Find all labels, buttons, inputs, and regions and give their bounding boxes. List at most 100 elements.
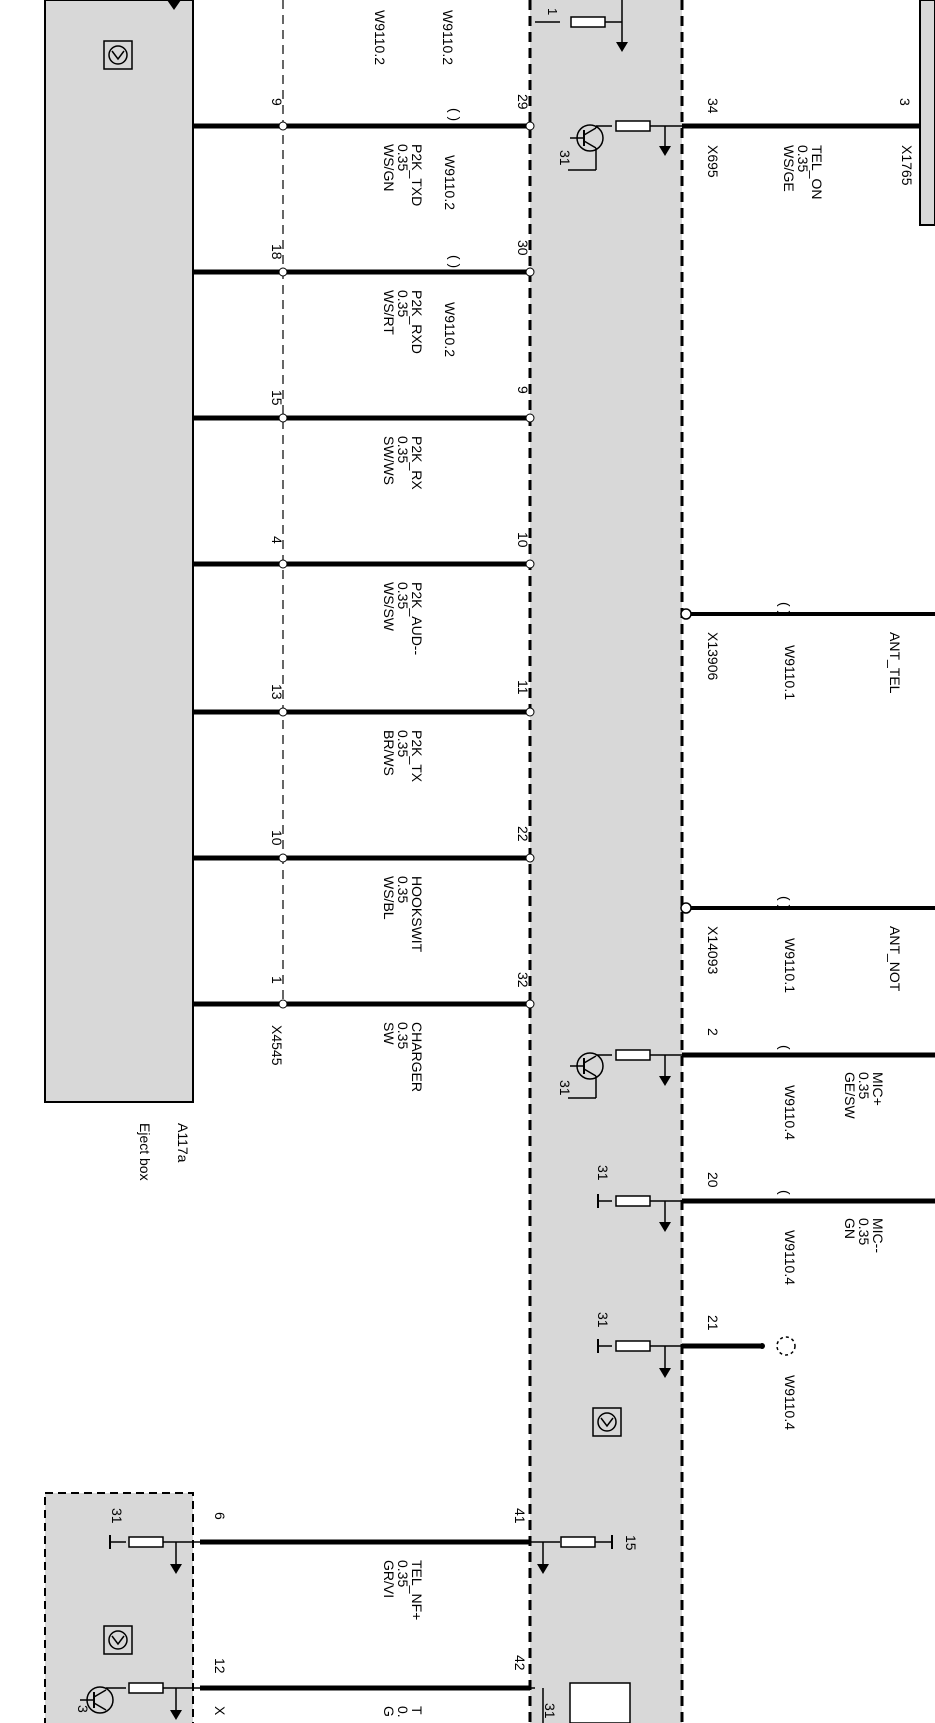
pin-left-label: 4 <box>269 536 285 544</box>
pin-left-label: 1 <box>269 976 285 984</box>
pin-terminal <box>278 999 288 1009</box>
eject-box-designation: A117a <box>175 1123 191 1163</box>
ground-label-15: 15 <box>623 1535 639 1551</box>
svg-text:( ): ( ) <box>777 1190 793 1203</box>
conn-x13906: X13906 <box>705 632 721 680</box>
ground-label-3: 3 <box>75 1705 91 1713</box>
signal-label: CHARGER <box>409 1022 425 1092</box>
mic-plus-pin: 2 <box>705 1028 721 1036</box>
pin-terminal <box>525 121 535 131</box>
ant-tel-shield: W9110.1 <box>782 645 798 700</box>
pin-terminal <box>525 559 535 569</box>
ground-label: 31 <box>557 1080 573 1096</box>
pin21-shield: W9110.4 <box>782 1375 798 1430</box>
row42-signal: T <box>409 1706 425 1715</box>
tel-nf-color: GR/VI <box>381 1560 397 1598</box>
tel-nf-pin-mid: 41 <box>512 1508 528 1524</box>
mic-minus-signal: MIC-- <box>870 1218 886 1253</box>
pin-terminal <box>525 999 535 1009</box>
pin-terminal <box>525 267 535 277</box>
pin-mid-label: 30 <box>515 240 531 256</box>
pin-terminal <box>278 121 288 131</box>
color-label: SW/WS <box>381 436 397 485</box>
bottom-left-module <box>44 1492 194 1723</box>
signal-label: P2K_RX <box>409 436 425 490</box>
gauge-label: 0.35 <box>395 730 411 757</box>
mic-plus-color: GE/SW <box>842 1072 858 1119</box>
svg-text:( ): ( ) <box>777 602 793 615</box>
pin-terminal <box>278 559 288 569</box>
ant-not-shield: W9110.1 <box>782 938 798 993</box>
svg-text:( ): ( ) <box>777 1045 793 1058</box>
tel-on-pin: 34 <box>705 98 721 114</box>
pin-left-label: 10 <box>269 830 285 846</box>
row42-pin-left: 12 <box>212 1658 228 1674</box>
mic-minus-shield: W9110.4 <box>782 1230 798 1285</box>
ground-label: 31 <box>109 1508 125 1524</box>
pin-left-label: 18 <box>269 244 285 260</box>
row42-gauge: 0. <box>395 1706 411 1718</box>
svg-text:( ): ( ) <box>777 896 793 909</box>
mic-minus-pin: 20 <box>705 1172 721 1188</box>
mic-minus-gauge: 0.35 <box>856 1218 872 1245</box>
color-label: WS/RT <box>381 290 397 335</box>
pin-terminal <box>278 267 288 277</box>
gauge-label: 0.35 <box>395 144 411 171</box>
pin-terminal <box>525 853 535 863</box>
pin-mid-label: 10 <box>515 532 531 548</box>
ant-not-signal: ANT_NOT <box>887 926 903 992</box>
pin-mid-label: 11 <box>515 680 531 695</box>
gauge-label: 0.35 <box>395 582 411 609</box>
tel-nf-signal: TEL_NF+ <box>409 1560 425 1620</box>
gauge-label: 0.35 <box>395 876 411 903</box>
conn-x695: X695 <box>705 145 721 178</box>
tel-on-pin-far: 3 <box>897 98 913 106</box>
shield-symbol-icon <box>103 40 133 70</box>
tel-nf-pin-left: 6 <box>212 1512 228 1520</box>
pin-mid-label: 32 <box>515 972 531 988</box>
pin-mid-label: 22 <box>515 826 531 842</box>
pin21-label: 21 <box>705 1315 721 1331</box>
ant-tel-signal: ANT_TEL <box>887 632 903 694</box>
gauge-label: 0.35 <box>395 1022 411 1049</box>
pin-terminal <box>525 707 535 717</box>
shield-label: W9110.2 <box>372 10 388 65</box>
tel-nf-gauge: 0.35 <box>395 1560 411 1587</box>
color-label: WS/SW <box>381 582 397 632</box>
signal-label: P2K_AUD-- <box>409 582 425 655</box>
connector-x4545: X4545 <box>269 1025 285 1066</box>
row42-color: G <box>381 1706 397 1717</box>
svg-text:( ): ( ) <box>447 108 463 121</box>
mic-plus-shield: W9110.4 <box>782 1085 798 1140</box>
row42-conn: X <box>212 1706 228 1716</box>
color-label: WS/GN <box>381 144 397 191</box>
eject-box-name: Eject box <box>137 1123 153 1181</box>
pin-mid-label: 29 <box>515 94 531 110</box>
shield-label: W9110.2 <box>442 302 458 357</box>
tel-on-gauge: 0.35 <box>795 145 811 172</box>
transistor-icon <box>568 124 604 171</box>
transistor-icon <box>568 1052 604 1099</box>
mic-minus-color: GN <box>842 1218 858 1239</box>
pin-terminal <box>278 413 288 423</box>
svg-text:( ): ( ) <box>447 255 463 268</box>
signal-label: P2K_TXD <box>409 144 425 206</box>
signal-label: P2K_TX <box>409 730 425 783</box>
gauge-label: 0.35 <box>395 290 411 317</box>
pin-left-label: 15 <box>269 390 285 406</box>
mic-plus-signal: MIC+ <box>870 1072 886 1106</box>
pin-left-label: 9 <box>269 98 285 106</box>
gauge-label: 0.35 <box>395 436 411 463</box>
color-label: WS/BL <box>381 876 397 920</box>
arrow-down-icon <box>167 0 181 10</box>
pin-mid-label: 9 <box>515 386 531 394</box>
conn-x14093: X14093 <box>705 926 721 974</box>
tel-on-color: WS/GE <box>781 145 797 192</box>
shield-label: W9110.2 <box>442 155 458 210</box>
central-module <box>530 0 682 1723</box>
eject-box-module <box>44 0 194 1103</box>
pin-terminal <box>525 413 535 423</box>
pin-left-label: 13 <box>269 684 285 700</box>
signal-label: HOOKSWIT <box>409 876 425 953</box>
